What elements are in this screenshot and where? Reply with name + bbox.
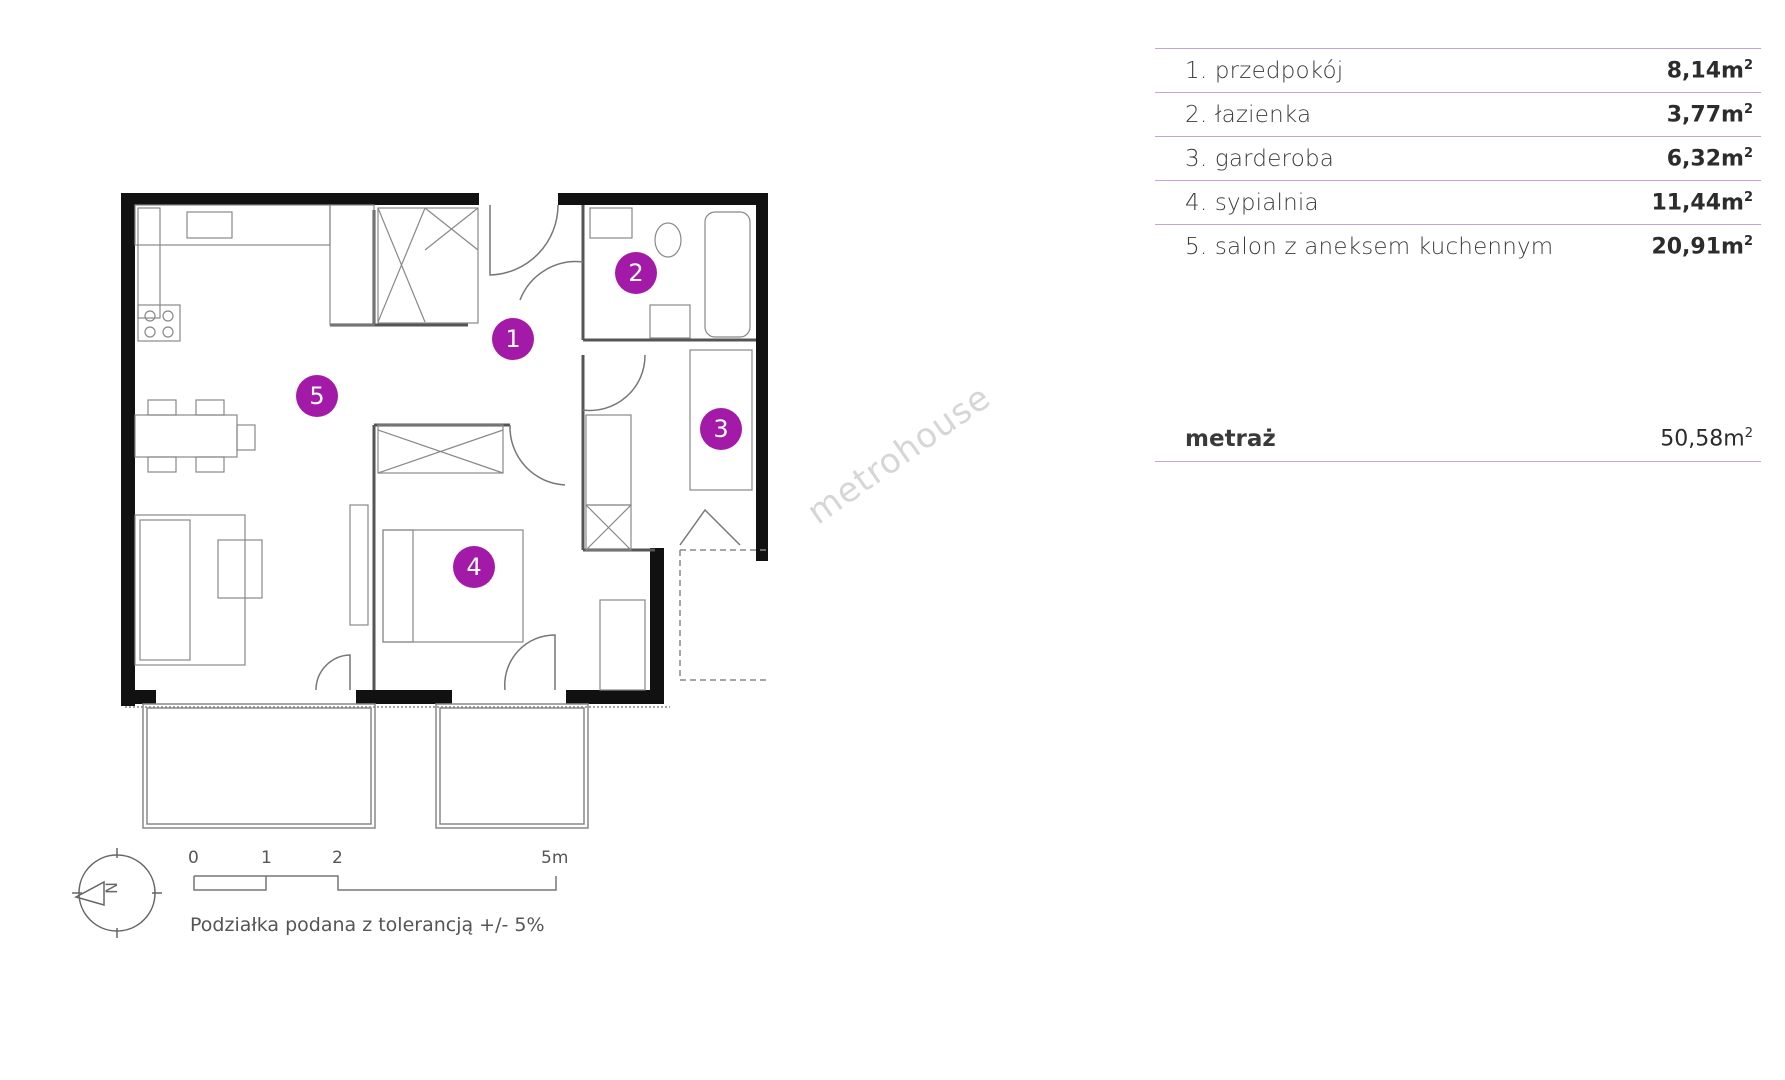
door-balcony-2 [504, 634, 556, 691]
door-entrance [489, 204, 559, 276]
scale-tick-0: 0 [188, 848, 199, 868]
room-row: 5. salon z aneksem kuchennym 20,91m2 [1155, 225, 1761, 269]
wall-top-left [121, 193, 479, 205]
kitchen-counter-left [137, 207, 161, 319]
door-bathroom [519, 260, 584, 301]
toilet-icon [654, 222, 682, 258]
svg-text:4: 4 [466, 553, 481, 581]
room-area-table: 1. przedpokój 8,14m2 2. łazienka 3,77m2 … [1155, 48, 1761, 269]
interior-walls [330, 205, 756, 690]
wall-top-right [558, 193, 768, 205]
svg-text:5: 5 [309, 382, 324, 410]
room-row: 2. łazienka 3,77m2 [1155, 93, 1761, 137]
balconies [125, 549, 770, 829]
svg-text:2: 2 [628, 259, 643, 287]
wall-right-lower [650, 548, 664, 698]
fridge [329, 204, 375, 326]
room-area: 6,32m2 [1666, 145, 1753, 172]
room-row: 3. garderoba 6,32m2 [1155, 137, 1761, 181]
wall-left [121, 193, 135, 706]
wardrobe-hall [377, 207, 479, 324]
scale-bar [193, 875, 557, 891]
wardrobe-bedroom [377, 424, 504, 474]
total-area-row: metraż 50,58m2 [1155, 416, 1761, 462]
washer-panel [589, 207, 633, 239]
bed-icon [382, 529, 524, 643]
walls [121, 193, 768, 706]
storage-shelves [689, 349, 753, 491]
wall-bottom-a [121, 690, 156, 704]
room-name: 3. garderoba [1185, 145, 1335, 172]
room-marker-2: 2 [615, 252, 657, 294]
sofa-icon [134, 514, 246, 666]
svg-text:N: N [102, 882, 121, 894]
room-area: 20,91m2 [1651, 234, 1753, 260]
door-storage [582, 354, 646, 412]
doors [315, 204, 741, 691]
furniture [134, 204, 753, 691]
room-area: 8,14m2 [1666, 57, 1753, 84]
room-area: 11,44m2 [1651, 189, 1753, 216]
room-marker-1: 1 [492, 318, 534, 360]
bathtub-icon [704, 211, 751, 338]
room-name: 1. przedpokój [1185, 57, 1344, 84]
room-markers: 1 2 3 4 5 [296, 252, 742, 588]
bedroom-desk [599, 599, 646, 691]
scale-note: Podziałka podana z tolerancją +/- 5% [190, 914, 545, 936]
scale-tick-5m: 5m [541, 848, 569, 868]
total-area-label: metraż [1185, 425, 1276, 452]
svg-text:1: 1 [505, 325, 520, 353]
scale-tick-2: 2 [332, 848, 343, 868]
compass-icon: N [72, 848, 162, 938]
room-name: 2. łazienka [1185, 101, 1312, 128]
stove-icon [137, 304, 181, 342]
door-terrace [679, 508, 741, 546]
balcony-left [142, 703, 376, 829]
wall-right-upper [756, 193, 768, 561]
room-marker-3: 3 [700, 408, 742, 450]
scale-tick-1: 1 [261, 848, 272, 868]
room-marker-4: 4 [453, 546, 495, 588]
dining-table-icon [134, 414, 238, 458]
room-area: 3,77m2 [1666, 101, 1753, 128]
door-bedroom [509, 424, 566, 486]
room-row: 1. przedpokój 8,14m2 [1155, 49, 1761, 93]
room-name: 5. salon z aneksem kuchennym [1185, 234, 1554, 260]
balcony-right [435, 703, 589, 829]
room-row: 4. sypialnia 11,44m2 [1155, 181, 1761, 225]
wall-bottom-c [566, 690, 664, 704]
room-marker-5: 5 [296, 375, 338, 417]
door-balcony-1 [315, 654, 351, 691]
sink-icon [186, 211, 233, 239]
bedroom-dresser [349, 504, 369, 626]
room-name: 4. sypialnia [1185, 189, 1319, 216]
svg-text:3: 3 [713, 415, 728, 443]
coffee-table [217, 539, 263, 599]
bathroom-sink [649, 304, 691, 339]
terrace-outline [679, 549, 770, 681]
wall-bottom-b [356, 690, 452, 704]
total-area-value: 50,58m2 [1660, 425, 1753, 452]
hall-shelf [585, 414, 632, 506]
